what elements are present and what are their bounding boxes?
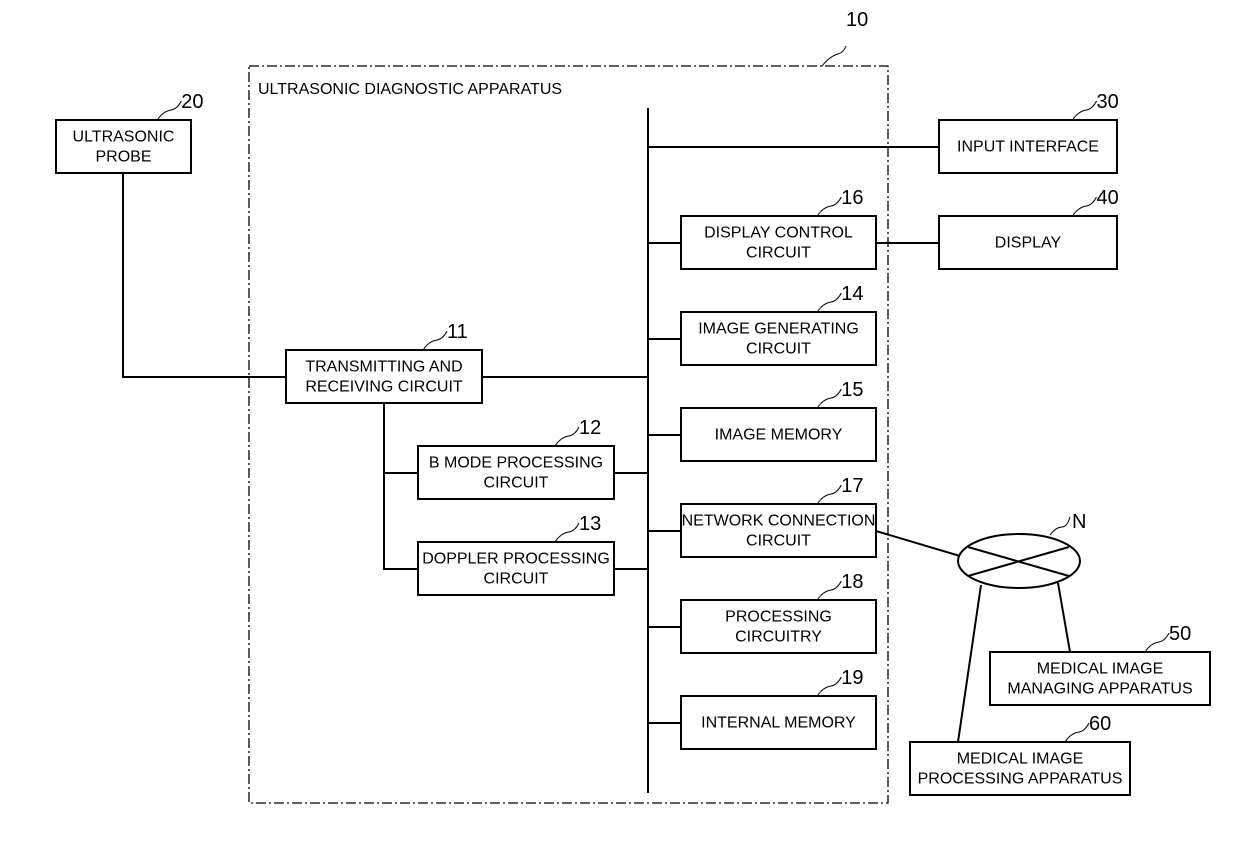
wire-probe-txrx	[123, 173, 286, 377]
block-doppler: DOPPLER PROCESSING CIRCUIT 13	[418, 513, 614, 595]
block-ref: 40	[1097, 187, 1119, 209]
block-ref: 18	[841, 571, 863, 593]
block-label: CIRCUITRY	[735, 629, 822, 646]
block-label: DISPLAY	[995, 235, 1062, 252]
block-ref: 14	[841, 283, 863, 305]
block-ref: 11	[447, 321, 468, 343]
block-ref: 16	[841, 187, 863, 209]
block-label: PROCESSING APPARATUS	[918, 771, 1123, 788]
block-label: CIRCUIT	[746, 533, 811, 550]
wire-network-processing	[958, 585, 981, 742]
block-label: TRANSMITTING AND	[305, 359, 462, 376]
block-label: MANAGING APPARATUS	[1007, 681, 1192, 698]
block-dispctl: DISPLAY CONTROL CIRCUIT 16	[681, 187, 876, 269]
block-label: CIRCUIT	[746, 245, 811, 262]
block-label: PROCESSING	[725, 609, 832, 626]
ref-leader	[817, 389, 841, 408]
block-intmem: INTERNAL MEMORY 19	[681, 667, 876, 749]
block-ref: 15	[841, 379, 863, 401]
block-ref: 20	[181, 91, 203, 113]
wire-txrx-doppler	[384, 403, 418, 569]
block-ref: 12	[579, 417, 601, 439]
block-label: B MODE PROCESSING	[429, 455, 603, 472]
ref-leader	[817, 293, 841, 312]
block-label: CIRCUIT	[746, 341, 811, 358]
ref-leader	[1073, 197, 1097, 216]
apparatus-title: ULTRASONIC DIAGNOSTIC APPARATUS	[258, 81, 562, 98]
block-label: DISPLAY CONTROL	[704, 225, 853, 242]
block-imggen: IMAGE GENERATING CIRCUIT 14	[681, 283, 876, 365]
block-netconn: NETWORK CONNECTION CIRCUIT 17	[681, 475, 876, 557]
block-ref: 60	[1089, 713, 1111, 735]
block-label: CIRCUIT	[484, 475, 549, 492]
block-label: INTERNAL MEMORY	[701, 715, 856, 732]
block-proc: PROCESSING CIRCUITRY 18	[681, 571, 876, 653]
network-ref-leader	[1050, 517, 1070, 535]
block-label: NETWORK CONNECTION	[682, 513, 876, 530]
block-label: MEDICAL IMAGE	[957, 751, 1084, 768]
apparatus-ref-leader	[822, 46, 846, 66]
block-display: DISPLAY 40	[939, 187, 1119, 269]
block-ref: 30	[1097, 91, 1119, 113]
network-ref: N	[1072, 511, 1086, 533]
ref-leader	[817, 197, 841, 216]
block-label: MEDICAL IMAGE	[1037, 661, 1164, 678]
block-bmode: B MODE PROCESSING CIRCUIT 12	[418, 417, 614, 499]
block-probe: ULTRASONIC PROBE 20	[56, 91, 204, 173]
block-txrx: TRANSMITTING AND RECEIVING CIRCUIT 11	[286, 321, 482, 403]
ref-leader	[423, 331, 447, 350]
block-input: INPUT INTERFACE 30	[939, 91, 1119, 173]
ref-leader	[817, 485, 841, 504]
block-ref: 50	[1169, 623, 1191, 645]
block-label: RECEIVING CIRCUIT	[305, 379, 463, 396]
block-label: INPUT INTERFACE	[957, 139, 1099, 156]
block-ref: 13	[579, 513, 601, 535]
ref-leader	[1065, 723, 1089, 742]
block-ref: 19	[841, 667, 863, 689]
ref-leader	[555, 427, 579, 446]
block-imgmem: IMAGE MEMORY 15	[681, 379, 876, 461]
apparatus-ref: 10	[846, 9, 868, 31]
wire-network-managing	[1058, 583, 1070, 652]
block-managing: MEDICAL IMAGE MANAGING APPARATUS 50	[990, 623, 1210, 705]
block-label: PROBE	[95, 149, 151, 166]
block-ref: 17	[841, 475, 863, 497]
network: N	[958, 511, 1086, 588]
block-processing: MEDICAL IMAGE PROCESSING APPARATUS 60	[910, 713, 1130, 795]
block-label: IMAGE MEMORY	[715, 427, 843, 444]
ref-leader	[817, 677, 841, 696]
block-label: DOPPLER PROCESSING	[422, 551, 610, 568]
ref-leader	[1073, 101, 1097, 120]
ref-leader	[555, 523, 579, 542]
ref-leader	[817, 581, 841, 600]
block-label: CIRCUIT	[484, 571, 549, 588]
ref-leader	[1145, 633, 1169, 652]
ref-leader	[157, 101, 181, 120]
block-label: ULTRASONIC	[73, 129, 175, 146]
block-label: IMAGE GENERATING	[698, 321, 859, 338]
